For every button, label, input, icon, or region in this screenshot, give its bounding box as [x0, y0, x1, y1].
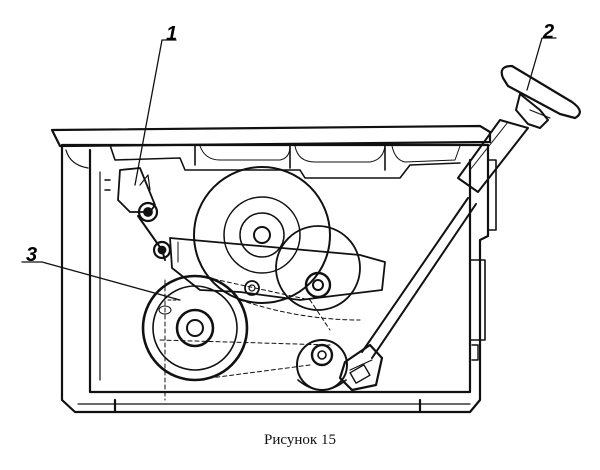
pulley-3 — [141, 274, 249, 382]
top-cover — [65, 144, 461, 179]
figure-caption: Рисунок 15 — [264, 432, 336, 448]
hidden-lines — [159, 275, 361, 401]
leader-1 — [134, 39, 177, 186]
leader-2 — [526, 37, 557, 91]
bracket-plate — [169, 237, 386, 301]
idler-roller — [296, 339, 348, 391]
callout-3: 3 — [26, 244, 38, 266]
middle-gear — [244, 225, 361, 311]
callout-2: 2 — [543, 21, 555, 43]
leader-3 — [21, 261, 181, 301]
lever-1 — [117, 167, 172, 261]
leader-lines — [21, 37, 557, 301]
housing-outline — [50, 124, 497, 414]
upper-gear — [193, 166, 331, 304]
callout-1: 1 — [166, 23, 178, 45]
lever-2 — [338, 64, 581, 392]
